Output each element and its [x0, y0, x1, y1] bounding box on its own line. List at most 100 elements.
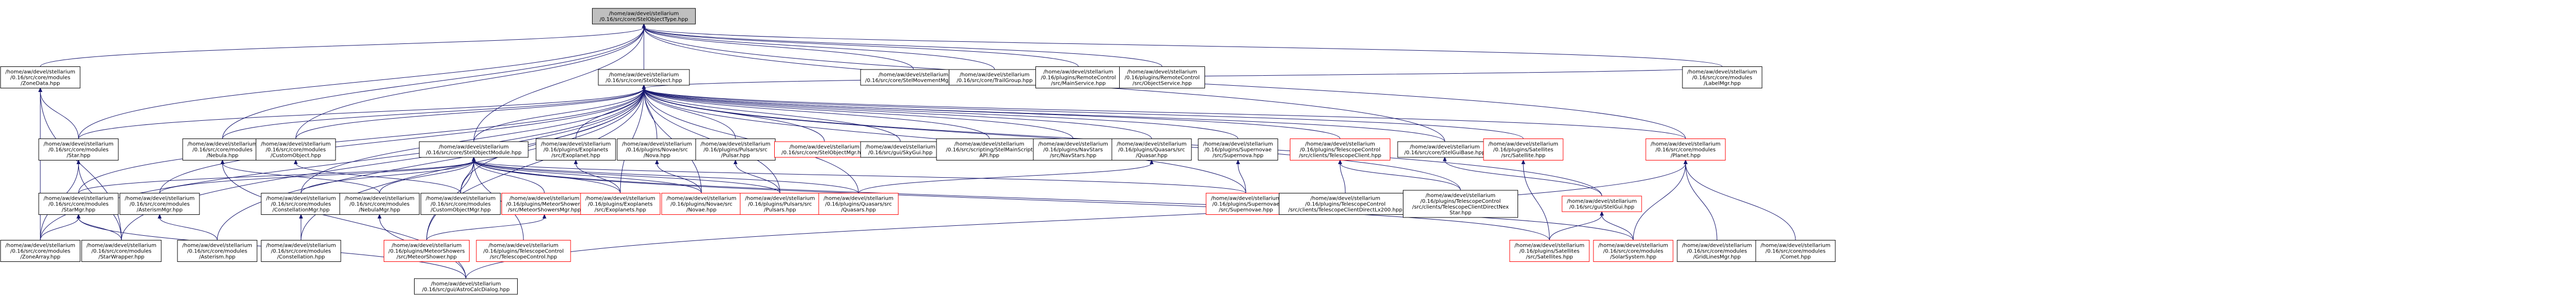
edge-arrowhead	[76, 159, 81, 164]
node-label-line: /0.16/plugins/Quasars/src	[825, 202, 891, 208]
node-label-line: /0.16/plugins/Novae/src	[671, 202, 732, 208]
node-label-line: /0.16/src/core/StelObjectModule.hpp	[426, 150, 521, 156]
file-node-nebula[interactable]: /home/aw/devel/stellarium/0.16/src/core/…	[182, 139, 263, 160]
file-node-labelmgr[interactable]: /home/aw/devel/stellarium/0.16/src/core/…	[1682, 66, 1763, 88]
file-node-mainscriptapi[interactable]: /home/aw/devel/stellarium/0.16/src/scrip…	[936, 139, 1043, 160]
file-node-gridlinesmgr[interactable]: /home/aw/devel/stellarium/0.16/src/core/…	[1677, 240, 1757, 262]
file-node-objectmgr[interactable]: /home/aw/devel/stellarium/0.16/src/core/…	[774, 141, 875, 158]
edge-arrowhead	[1683, 159, 1688, 164]
node-label-line: /home/aw/devel/stellarium	[865, 144, 935, 150]
node-label-line: /home/aw/devel/stellarium	[266, 196, 336, 202]
file-node-constellationmgr[interactable]: /home/aw/devel/stellarium/0.16/src/core/…	[261, 193, 341, 215]
file-node-objectmodule[interactable]: /home/aw/devel/stellarium/0.16/src/core/…	[419, 141, 529, 158]
node-label-line: /StarMgr.hpp	[62, 208, 95, 213]
node-label-line: /AsterismMgr.hpp	[137, 208, 183, 213]
node-box	[740, 193, 820, 215]
file-node-satellites[interactable]: /home/aw/devel/stellarium/0.16/plugins/S…	[1509, 240, 1590, 262]
node-box	[1033, 139, 1113, 160]
file-node-telescopeclientdirectlx200[interactable]: /home/aw/devel/stellarium/0.16/plugins/T…	[1279, 193, 1412, 215]
edge-line	[222, 88, 644, 139]
file-node-starwrapper[interactable]: /home/aw/devel/stellarium/0.16/src/core/…	[81, 240, 162, 262]
node-label-line: /0.16/src/core/modules	[193, 147, 253, 153]
file-node-asterism[interactable]: /home/aw/devel/stellarium/0.16/src/core/…	[177, 240, 258, 262]
edge-arrowhead	[1338, 159, 1342, 164]
edge-line	[40, 91, 79, 139]
node-label-line: /home/aw/devel/stellarium	[1038, 142, 1108, 147]
file-node-stelguibase[interactable]: /home/aw/devel/stellarium/0.16/src/core/…	[1397, 141, 1492, 158]
file-node-pulsars[interactable]: /home/aw/devel/stellarium/0.16/plugins/P…	[740, 193, 820, 215]
file-node-customobject[interactable]: /home/aw/devel/stellarium/0.16/src/core/…	[255, 139, 336, 160]
file-node-navstars[interactable]: /home/aw/devel/stellarium/0.16/plugins/N…	[1033, 139, 1113, 160]
edge-line	[40, 217, 79, 240]
file-node-zonedata[interactable]: /home/aw/devel/stellarium/0.16/src/core/…	[0, 66, 81, 88]
node-label-line: /src/NavStars.hpp	[1050, 153, 1097, 159]
file-node-telescopeclient[interactable]: /home/aw/devel/stellarium/0.16/plugins/T…	[1290, 139, 1390, 160]
edge-line	[300, 160, 474, 193]
file-node-supernovae[interactable]: /home/aw/devel/stellarium/0.16/plugins/S…	[1206, 193, 1286, 215]
file-node-meteorshowersmgr[interactable]: /home/aw/devel/stellarium/0.16/plugins/M…	[501, 193, 587, 215]
file-node-pulsar[interactable]: /home/aw/devel/stellarium/0.16/plugins/P…	[695, 139, 776, 160]
file-node-quasar[interactable]: /home/aw/devel/stellarium/0.16/plugins/Q…	[1111, 139, 1192, 160]
dependency-edge-zonedata-to-root	[40, 23, 646, 67]
node-label-line: /home/aw/devel/stellarium	[823, 196, 893, 202]
edge-line	[40, 88, 644, 240]
edge-arrowhead	[294, 159, 298, 164]
edge-line	[643, 27, 1163, 67]
edge-arrowhead	[220, 159, 225, 164]
file-node-stelgui[interactable]: /home/aw/devel/stellarium/0.16/src/gui/S…	[1562, 196, 1642, 212]
dependency-edge-pulsars-to-objectmodule	[472, 156, 780, 193]
edge-line	[300, 88, 644, 240]
file-node-telescopeclientdirectnexstar[interactable]: /home/aw/devel/stellarium/0.16/plugins/T…	[1403, 190, 1518, 218]
file-node-movementmgr[interactable]: /home/aw/devel/stellarium/0.16/src/core/…	[860, 69, 967, 86]
file-node-astrocalcdialog[interactable]: /home/aw/devel/stellarium/0.16/src/gui/A…	[414, 278, 518, 295]
file-node-novae[interactable]: /home/aw/devel/stellarium/0.16/plugins/N…	[661, 193, 742, 215]
file-node-skygui[interactable]: /home/aw/devel/stellarium/0.16/src/gui/S…	[860, 141, 941, 158]
edge-line	[473, 160, 702, 193]
file-node-exoplanet[interactable]: /home/aw/devel/stellarium/0.16/plugins/E…	[536, 139, 616, 160]
node-label-line: /home/aw/devel/stellarium	[1127, 70, 1197, 75]
node-label-line: /home/aw/devel/stellarium	[609, 72, 678, 78]
dependency-edge-meteorshower-to-meteorshowersmgr	[426, 214, 547, 240]
file-node-nova[interactable]: /home/aw/devel/stellarium/0.16/plugins/N…	[617, 139, 697, 160]
node-box	[1755, 240, 1836, 262]
file-node-comet[interactable]: /home/aw/devel/stellarium/0.16/src/core/…	[1755, 240, 1836, 262]
file-node-stelobject[interactable]: /home/aw/devel/stellarium/0.16/src/core/…	[598, 69, 690, 86]
file-node-star[interactable]: /home/aw/devel/stellarium/0.16/src/core/…	[38, 139, 119, 160]
node-label-line: /Pulsars.hpp	[764, 208, 796, 213]
edge-line	[222, 163, 380, 193]
file-node-meteorshower[interactable]: /home/aw/devel/stellarium/0.16/plugins/M…	[384, 240, 470, 262]
dependency-edge-planet-to-stelobject	[642, 84, 1686, 139]
file-node-planet[interactable]: /home/aw/devel/stellarium/0.16/src/core/…	[1645, 139, 1726, 160]
edge-line	[575, 163, 621, 193]
file-node-nebulamgr[interactable]: /home/aw/devel/stellarium/0.16/src/core/…	[339, 193, 420, 215]
file-node-solarsystem[interactable]: /home/aw/devel/stellarium/0.16/src/core/…	[1593, 240, 1674, 262]
file-node-quasars[interactable]: /home/aw/devel/stellarium/0.16/plugins/Q…	[818, 193, 899, 215]
dependency-edge-quasars-to-quasar	[858, 159, 1154, 193]
file-node-objectservice[interactable]: /home/aw/devel/stellarium/0.16/plugins/R…	[1119, 66, 1205, 88]
file-node-constellation[interactable]: /home/aw/devel/stellarium/0.16/src/core/…	[261, 240, 341, 262]
file-node-trailgroup[interactable]: /home/aw/devel/stellarium/0.16/src/core/…	[949, 69, 1041, 86]
edge-line	[656, 163, 702, 193]
file-node-asterismmgr[interactable]: /home/aw/devel/stellarium/0.16/src/core/…	[119, 193, 200, 215]
file-node-supernova[interactable]: /home/aw/devel/stellarium/0.16/plugins/S…	[1198, 139, 1278, 160]
node-label-line: /0.16/src/core/modules	[271, 249, 331, 255]
file-node-satellite[interactable]: /home/aw/devel/stellarium/0.16/plugins/S…	[1483, 139, 1564, 160]
node-label-line: /home/aw/devel/stellarium	[1305, 142, 1375, 147]
edge-line	[1237, 163, 1246, 193]
node-label-line: /home/aw/devel/stellarium	[1682, 243, 1752, 249]
file-node-telescopecontrol[interactable]: /home/aw/devel/stellarium/0.16/plugins/T…	[476, 240, 571, 262]
node-label-line: /home/aw/devel/stellarium	[585, 196, 655, 202]
node-label-line: /src/Exoplanet.hpp	[551, 153, 600, 159]
file-node-zonearray[interactable]: /home/aw/devel/stellarium/0.16/src/core/…	[0, 240, 81, 262]
edge-line	[1633, 163, 1686, 240]
edge-arrowhead	[377, 214, 382, 218]
edge-line	[1340, 163, 1346, 193]
dependency-edge-exoplanets-to-exoplanet	[574, 159, 621, 193]
dependency-edge-labelmgr-to-root	[642, 23, 1723, 67]
file-node-starmgr[interactable]: /home/aw/devel/stellarium/0.16/src/core/…	[38, 193, 119, 215]
file-node-exoplanets[interactable]: /home/aw/devel/stellarium/0.16/plugins/E…	[580, 193, 661, 215]
node-label-line: /0.16/src/gui/AstroCalcDialog.hpp	[422, 287, 509, 293]
file-node-mainservice[interactable]: /home/aw/devel/stellarium/0.16/plugins/R…	[1035, 66, 1121, 88]
dependency-edge-zonearray-to-zonedata	[38, 87, 42, 240]
file-node-customobjectmgr[interactable]: /home/aw/devel/stellarium/0.16/src/core/…	[420, 193, 501, 215]
